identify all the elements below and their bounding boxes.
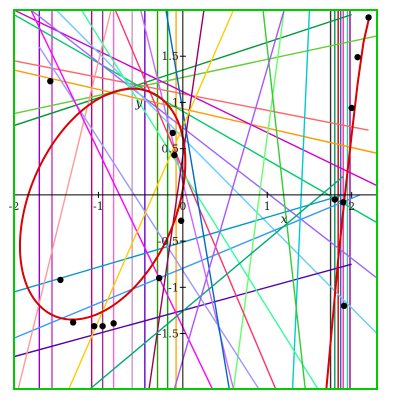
- points-layer: [47, 14, 372, 330]
- data-point-6: [156, 274, 163, 282]
- line-23: [30, 10, 377, 279]
- line-19: [14, 35, 377, 115]
- x-tick-label-4: 2: [348, 200, 355, 213]
- data-point-2: [57, 276, 64, 284]
- line-29: [291, 10, 311, 389]
- line-40: [89, 175, 344, 389]
- x-tick-label-1: -1: [93, 200, 104, 213]
- curve-ellipse: [18, 87, 187, 321]
- y-tick-label-3: 0.5: [161, 143, 179, 156]
- data-point-12: [340, 302, 348, 310]
- data-point-8: [171, 151, 178, 159]
- y-tick-label-0: -1.5: [158, 328, 179, 341]
- curve-layer: [18, 16, 371, 389]
- x-axis-label: x: [281, 212, 288, 226]
- data-point-15: [365, 14, 372, 21]
- line-28: [17, 10, 112, 389]
- line-27: [14, 194, 361, 339]
- line-22: [14, 14, 377, 224]
- data-point-4: [99, 322, 106, 330]
- line-41: [173, 10, 285, 389]
- data-point-10: [331, 196, 338, 203]
- y-tick-label-1: -1: [168, 281, 179, 294]
- y-tick-label-2: -0.5: [158, 235, 179, 248]
- line-34: [38, 46, 260, 389]
- data-point-1: [69, 319, 77, 326]
- plot-frame: [13, 9, 378, 390]
- y-tick-label-5: 1.5: [161, 50, 179, 63]
- line-24: [55, 10, 377, 335]
- data-point-5: [110, 320, 117, 327]
- data-point-13: [348, 104, 355, 112]
- line-33: [80, 10, 319, 389]
- line-36: [165, 10, 230, 389]
- curve-branch: [325, 16, 371, 389]
- data-point-7: [169, 129, 176, 137]
- line-17: [14, 69, 377, 154]
- line-35: [30, 10, 214, 389]
- y-axis-label: y: [134, 96, 142, 110]
- x-tick-label-2: 0: [179, 200, 186, 213]
- y-tick-label-4: 1: [172, 96, 179, 109]
- line-25: [14, 194, 344, 293]
- x-tick-label-3: 1: [264, 200, 271, 213]
- line-37: [262, 10, 306, 389]
- line-32: [114, 10, 277, 389]
- line-30: [232, 10, 285, 389]
- data-point-11: [340, 199, 347, 206]
- data-point-9: [177, 217, 185, 224]
- data-point-0: [47, 77, 54, 85]
- lines-layer: [14, 10, 377, 389]
- data-point-14: [354, 53, 361, 61]
- data-point-3: [90, 322, 98, 330]
- line-38: [148, 10, 205, 389]
